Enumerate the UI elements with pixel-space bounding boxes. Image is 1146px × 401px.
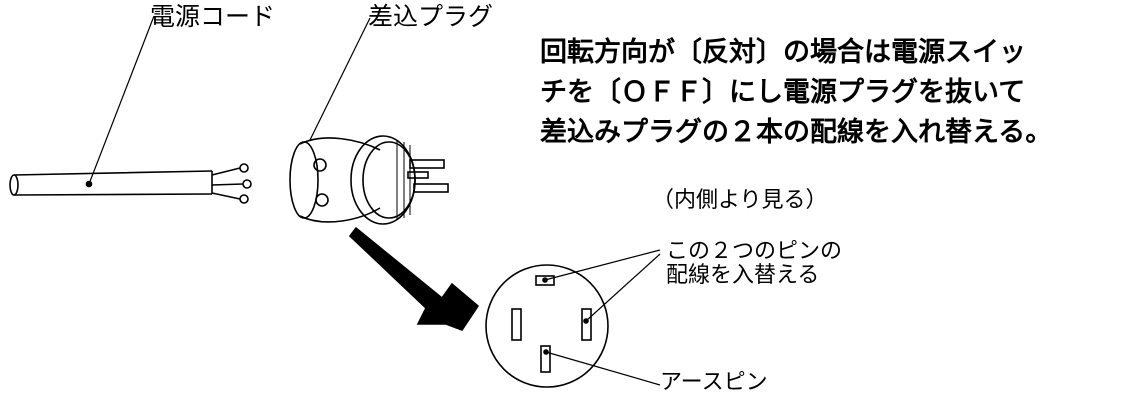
cord-label-leader (88, 15, 155, 185)
power-cord-illustration (9, 163, 252, 204)
plug-face-view (485, 264, 609, 388)
instruction-line-1: 回転方向が〔反対〕の場合は電源スイッ (540, 37, 1026, 68)
instruction-line-2: チを〔ＯＦＦ〕にし電源プラグを抜いて (540, 76, 1026, 108)
earth-pin-label: アースピン (660, 370, 768, 395)
plug-label-leader (309, 17, 371, 141)
swap-pins-label-line-1: この２つのピンの (666, 239, 843, 264)
cord-label: 電源コード (150, 2, 276, 31)
earth-pin-leader (545, 351, 661, 386)
pointer-arrow (348, 226, 480, 331)
swap-pins-label: この２つのピンの 配線を入替える (666, 239, 843, 289)
instruction-line-3: 差込みプラグの２本の配線を入れ替える。 (540, 116, 1053, 148)
view-caption: （内側より見る） (652, 188, 828, 213)
plug-illustration (289, 135, 449, 225)
swap-pin-leader-top (544, 249, 661, 281)
swap-pin-leader-side (585, 253, 661, 322)
swap-pins-label-line-2: 配線を入替える (666, 263, 820, 289)
instruction-text: 回転方向が〔反対〕の場合は電源スイッ チを〔ＯＦＦ〕にし電源プラグを抜いて 差込… (540, 36, 1052, 149)
plug-label: 差込プラグ (368, 2, 494, 31)
